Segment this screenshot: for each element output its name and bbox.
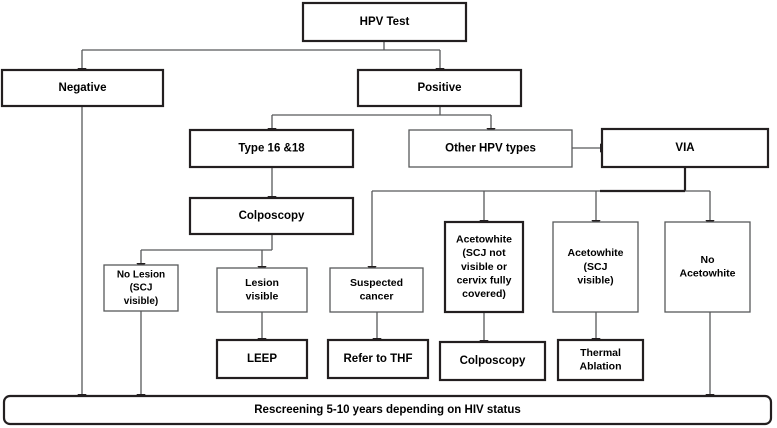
node-label: Thermal bbox=[580, 347, 621, 359]
node-positive[interactable]: Positive bbox=[356, 68, 523, 108]
node-label: (SCJ not bbox=[462, 247, 506, 259]
node-label: Rescreening 5-10 years depending on HIV … bbox=[254, 404, 521, 416]
node-label: VIA bbox=[675, 142, 694, 154]
node-box[interactable] bbox=[329, 267, 424, 313]
node-label: cervix fully bbox=[457, 274, 512, 286]
node-box[interactable] bbox=[326, 338, 430, 380]
node-susp_cancer[interactable]: Suspected cancer bbox=[329, 267, 424, 313]
node-label: (SCJ bbox=[584, 261, 608, 273]
node-label: Type 16 &18 bbox=[238, 143, 305, 155]
node-label: No bbox=[701, 254, 715, 266]
node-box[interactable] bbox=[443, 220, 525, 314]
node-leep[interactable]: LEEP bbox=[215, 338, 309, 380]
connector-negative-to-rescreen bbox=[77, 106, 87, 401]
node-colposcopy_1[interactable]: Colposcopy bbox=[188, 196, 355, 236]
node-box[interactable] bbox=[438, 340, 547, 382]
node-label: cancer bbox=[360, 291, 394, 303]
node-hpv_test[interactable]: HPV Test bbox=[301, 1, 468, 43]
node-box[interactable] bbox=[103, 264, 179, 312]
node-label: Acetowhite bbox=[567, 247, 623, 259]
node-box[interactable] bbox=[216, 267, 308, 313]
node-box[interactable] bbox=[0, 68, 165, 108]
node-rescreening[interactable]: Rescreening 5-10 years depending on HIV … bbox=[2, 394, 773, 426]
node-box[interactable] bbox=[2, 394, 773, 426]
node-label: No Lesion bbox=[117, 269, 165, 280]
node-label: covered) bbox=[462, 288, 506, 300]
node-no_lesion[interactable]: No Lesion (SCJ visible) bbox=[103, 264, 179, 312]
node-label: Acetowhite bbox=[456, 233, 512, 245]
connector-nolesion-to-rescreen bbox=[136, 311, 146, 401]
node-label: Negative bbox=[59, 82, 107, 94]
node-type16_18[interactable]: Type 16 &18 bbox=[188, 128, 355, 169]
connector-no-aceto-to-rescreen bbox=[705, 312, 715, 401]
node-label: LEEP bbox=[247, 353, 277, 365]
node-box[interactable] bbox=[664, 221, 751, 313]
node-refer_thf[interactable]: Refer to THF bbox=[326, 338, 430, 380]
connector-bus3-to-suspected bbox=[367, 191, 377, 273]
node-label: Acetowhite bbox=[679, 268, 735, 280]
node-box[interactable] bbox=[552, 221, 639, 313]
node-box[interactable] bbox=[408, 129, 573, 168]
node-label: Colposcopy bbox=[239, 210, 305, 222]
node-label: Suspected bbox=[350, 277, 403, 289]
node-lesion_visible[interactable]: Lesion visible bbox=[216, 267, 308, 313]
node-box[interactable] bbox=[301, 1, 468, 43]
node-label: visible or bbox=[461, 261, 507, 273]
node-label: Colposcopy bbox=[460, 355, 526, 367]
node-negative[interactable]: Negative bbox=[0, 68, 165, 108]
node-label: visible) bbox=[124, 296, 158, 307]
node-label: HPV Test bbox=[360, 16, 410, 28]
node-colposcopy_2[interactable]: Colposcopy bbox=[438, 340, 547, 382]
node-box[interactable] bbox=[215, 338, 309, 380]
node-box[interactable] bbox=[556, 338, 645, 382]
node-label: visible bbox=[246, 291, 279, 303]
node-other_types[interactable]: Other HPV types bbox=[408, 129, 573, 168]
node-box[interactable] bbox=[600, 127, 770, 169]
node-label: Ablation bbox=[580, 361, 622, 373]
node-label: Other HPV types bbox=[445, 143, 536, 155]
node-label: (SCJ bbox=[130, 283, 153, 294]
node-label: Refer to THF bbox=[344, 353, 413, 365]
node-label: Positive bbox=[417, 82, 461, 94]
node-label: visible) bbox=[577, 274, 613, 286]
node-box[interactable] bbox=[356, 68, 523, 108]
node-box[interactable] bbox=[188, 196, 355, 236]
node-via[interactable]: VIA bbox=[600, 127, 770, 169]
node-box[interactable] bbox=[188, 128, 355, 169]
node-label: Lesion bbox=[245, 277, 279, 289]
